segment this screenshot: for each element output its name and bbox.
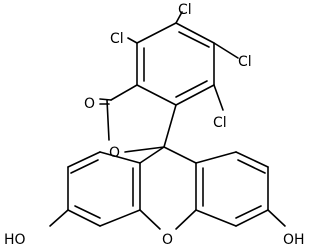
bond (195, 209, 237, 227)
bond (163, 104, 177, 148)
bond (139, 209, 161, 230)
hydroxyl-label-left: HO (4, 232, 26, 248)
bond (49, 209, 69, 227)
bond (70, 159, 99, 174)
hydroxyl-label-right: OH (283, 232, 305, 248)
bond (99, 151, 141, 164)
bond (99, 209, 141, 227)
chlorine-label-2: Cl (178, 2, 192, 18)
bond (110, 84, 138, 101)
bond (136, 84, 177, 106)
bond (67, 209, 101, 227)
chlorine-label-3: Cl (238, 54, 252, 70)
bond (106, 99, 110, 141)
bond (139, 146, 165, 164)
bond (235, 209, 269, 227)
chlorine-label-1: Cl (110, 31, 124, 47)
tetrachlorobenzene-ring (136, 22, 215, 106)
xanthene-right-ring (163, 146, 269, 227)
xanthene-central-ring (139, 209, 197, 230)
bond (267, 209, 286, 227)
bond (178, 31, 210, 48)
carbonyl-oxygen-label: O (84, 96, 95, 112)
xanthene-oxygen-label: O (162, 232, 173, 248)
chlorine-label-4: Cl (213, 115, 227, 131)
bond (237, 159, 266, 174)
bond (235, 205, 262, 219)
bond (175, 22, 215, 44)
bond (67, 151, 101, 168)
chlorine-bonds (127, 11, 239, 111)
lactone-oxygen-label: O (109, 145, 120, 161)
bond (99, 98, 112, 101)
hydroxyl-bonds (49, 209, 286, 227)
bond (163, 146, 197, 164)
bond (195, 151, 237, 164)
bond (175, 11, 183, 24)
bond (136, 22, 177, 44)
bond (175, 209, 197, 230)
bond (213, 42, 239, 59)
bond (124, 146, 165, 153)
bond (175, 84, 215, 106)
bond (175, 80, 208, 98)
xanthene-left-ring (67, 146, 165, 227)
lactone-ring (99, 84, 177, 153)
bond (235, 151, 269, 168)
bond (213, 84, 224, 111)
bond (74, 205, 101, 219)
bond (127, 37, 138, 44)
